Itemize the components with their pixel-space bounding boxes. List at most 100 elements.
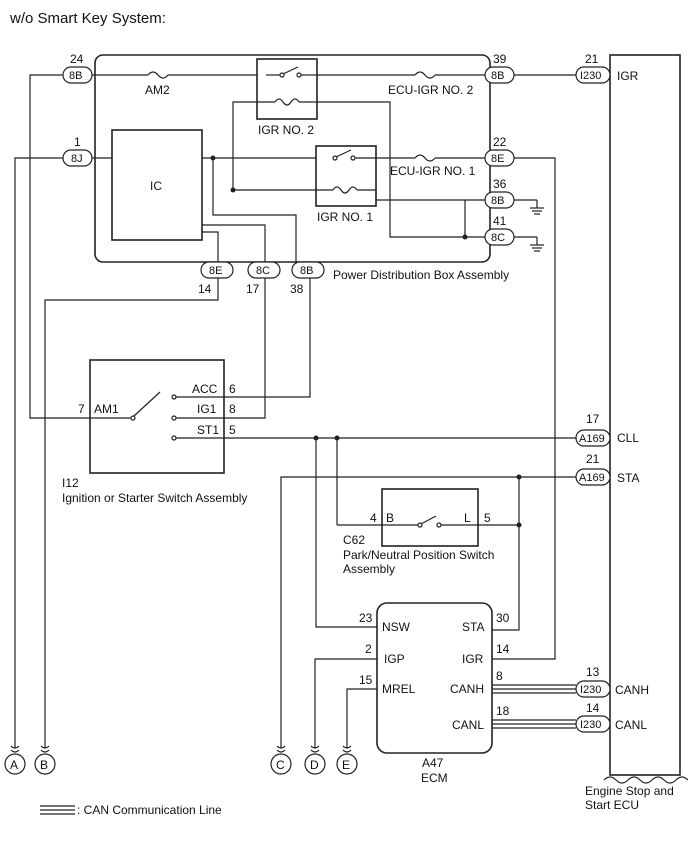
can-legend-label: : CAN Communication Line [77,803,222,817]
svg-text:B: B [40,758,48,772]
pdb-pin-39: 39 [493,52,507,66]
svg-text:A: A [10,758,18,772]
am2-label: AM2 [145,83,170,97]
pdb-pin-38: 38 [290,282,304,296]
ic-label: IC [150,179,162,193]
ecm-pin-2: 2 [365,642,372,656]
pdb-conn-8e-r-label: 8E [491,153,504,165]
ign-ig1-label: IG1 [197,402,217,416]
igr-no2-coil [274,98,300,106]
pdb-pin-22: 22 [493,135,507,149]
eng-sta-label: STA [617,471,639,485]
pnp-name-1: Park/Neutral Position Switch [343,548,494,562]
pdb-conn-8c-bottom-label: 8C [256,265,270,277]
ecm-igp-label: IGP [384,652,405,666]
ign-pin-7: 7 [78,402,85,416]
ecm-name: ECM [421,771,448,785]
eng-pin-21-sta: 21 [586,452,600,466]
eng-conn-i230-canl [575,715,611,733]
eng-conn-i230-igr-label: I230 [580,70,601,82]
ecu-cut-mark [603,776,688,784]
pnp-pin-4: 4 [370,511,377,525]
pdb-pin-17: 17 [246,282,260,296]
ecm-pin-30: 30 [496,611,510,625]
terminal-e: E [336,745,358,775]
ecm-canh-label: CANH [450,682,484,696]
igr-no1-label: IGR NO. 1 [317,210,373,224]
pdb-pin-41: 41 [493,214,507,228]
pdb-conn-8b-bottom [291,261,325,279]
ecm-pin-14: 14 [496,642,510,656]
canl-line [492,719,576,729]
pdb-conn-8c-bottom [247,261,281,279]
ecm-box [376,602,493,754]
ecu-igr-no2-label: ECU-IGR NO. 2 [388,83,474,97]
svg-text:C: C [276,758,285,772]
eng-conn-i230-igr [575,66,611,84]
svg-text:D: D [310,758,319,772]
engine-stop-start-ecu-box [609,54,681,776]
igr-no2-label: IGR NO. 2 [258,123,314,137]
ecm-igr-label: IGR [462,652,484,666]
igr-no2-relay [256,58,318,120]
ecm-mrel-label: MREL [382,682,416,696]
eng-pin-14-canl: 14 [586,701,600,715]
eng-canl-label: CANL [615,718,647,732]
pnp-name-2: Assembly [343,562,395,576]
pdb-label: Power Distribution Box Assembly [333,268,509,282]
pdb-conn-8b-bottom-label: 8B [300,265,313,277]
terminal-a: A [4,745,26,775]
pdb-conn-8b-r1-label: 8B [491,70,504,82]
eng-conn-i230-canh [575,680,611,698]
eng-pin-13-canh: 13 [586,665,600,679]
ign-code: I12 [62,476,79,490]
eng-conn-a169-cll [575,429,611,447]
ign-st1-label: ST1 [197,423,219,437]
terminal-b: B [34,745,56,775]
pdb-conn-8b-r3-label: 8B [491,195,504,207]
pdb-pin-24: 24 [70,52,84,66]
pdb-conn-8j-label: 8J [71,153,83,165]
ecm-pin-23: 23 [359,611,373,625]
can-legend-symbol [40,805,75,815]
ign-pin-5: 5 [229,423,236,437]
ecm-pin-15: 15 [359,673,373,687]
eng-conn-a169-cll-label: A169 [579,433,605,445]
terminal-d: D [304,745,326,775]
ign-pin-8: 8 [229,402,236,416]
pdb-pin-1: 1 [74,135,81,149]
eng-canh-label: CANH [615,683,649,697]
eng-igr-label: IGR [617,69,639,83]
igr-no1-relay [315,145,377,207]
ign-acc-label: ACC [192,382,218,396]
ign-pin-6: 6 [229,382,236,396]
eng-pin-17-cll: 17 [586,412,600,426]
ground-symbol-1 [514,199,544,215]
ground-symbol-2 [514,236,544,252]
eng-conn-i230-canl-label: I230 [580,719,601,731]
pdb-conn-8e-bottom [200,261,234,279]
pdb-conn-8e-bottom-label: 8E [209,265,222,277]
ign-am1-label: AM1 [94,402,119,416]
pdb-pin-36: 36 [493,177,507,191]
eng-conn-i230-canh-label: I230 [580,684,601,696]
ecu-igr-no1-label: ECU-IGR NO. 1 [390,164,476,178]
eng-cll-label: CLL [617,431,639,445]
ecm-pin-18: 18 [496,704,510,718]
pdb-conn-8c-r-label: 8C [491,232,505,244]
igr-no1-coil [332,186,358,194]
eng-conn-a169-sta [575,468,611,486]
ignition-switch-box [89,359,225,474]
ign-name: Ignition or Starter Switch Assembly [62,491,247,505]
engine-ecu-label-2: Start ECU [585,798,639,812]
pnp-code: C62 [343,533,365,547]
am2-fuse [147,71,169,79]
ic-block [111,129,203,241]
svg-text:E: E [342,758,350,772]
terminal-c: C [270,745,292,775]
ecm-canl-label: CANL [452,718,484,732]
ign-switch-contact [133,391,161,417]
ecm-pin-8: 8 [496,669,503,683]
pnp-switch-box [381,488,479,547]
pnp-l-label: L [464,511,471,525]
